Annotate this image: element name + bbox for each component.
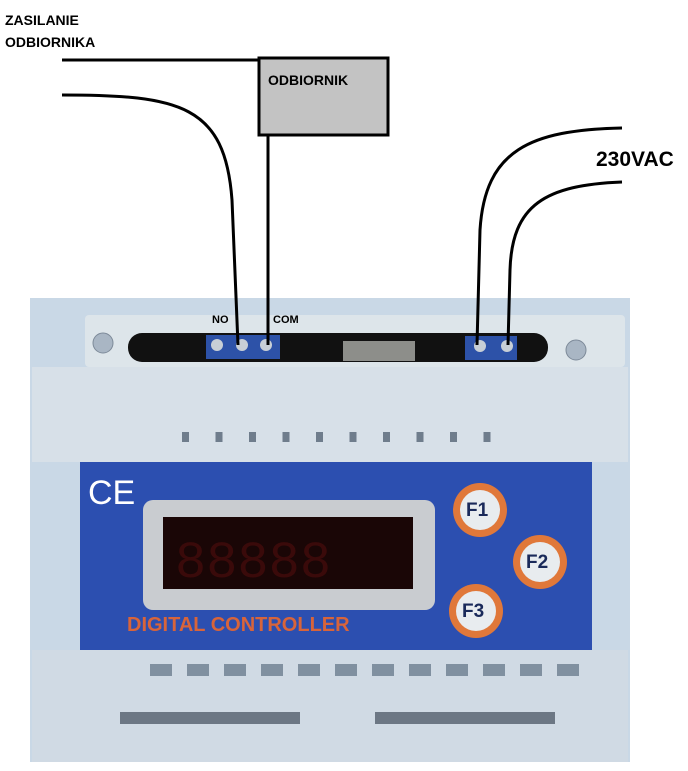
led-display	[163, 517, 413, 589]
button-f2-label: F2	[526, 552, 549, 573]
terminal-screw-icon	[260, 339, 272, 351]
vent-hole	[182, 432, 189, 442]
supply-label-line1: ZASILANIE	[5, 12, 79, 28]
vent-hole	[215, 432, 223, 442]
vent-hole	[316, 432, 323, 442]
vent-holes	[182, 432, 491, 442]
vent-hole	[557, 664, 579, 676]
button-f1[interactable]	[453, 483, 507, 537]
vent-hole	[224, 664, 246, 676]
vent-hole	[383, 432, 390, 442]
terminal-no-label: NO	[212, 314, 229, 326]
mains-wire-2	[506, 180, 623, 346]
vent-hole	[261, 664, 283, 676]
button-f3[interactable]	[449, 584, 503, 638]
no-wire	[61, 93, 240, 346]
mains-wire-1	[475, 126, 623, 346]
vent-hole	[249, 432, 256, 442]
vent-hole	[372, 664, 394, 676]
vent-hole	[450, 432, 457, 442]
sensor-terminals	[343, 341, 415, 361]
vent-hole	[520, 664, 542, 676]
vent-hole	[483, 432, 491, 442]
vent-hole	[446, 664, 468, 676]
vent-hole	[335, 664, 357, 676]
housing-upper	[32, 367, 628, 462]
vent-hole	[150, 664, 172, 676]
vent-hole	[298, 664, 320, 676]
terminal-com-label: COM	[273, 314, 299, 326]
terminal-screw-icon	[211, 339, 223, 351]
device-name: DIGITAL CONTROLLER	[127, 614, 350, 636]
screw-right-icon	[565, 339, 587, 361]
mains-label: 230VAC	[596, 148, 674, 171]
ce-mark: CE	[88, 474, 136, 512]
button-f1-label: F1	[466, 500, 489, 521]
screw-left-icon	[92, 332, 114, 354]
vent-hole	[483, 664, 505, 676]
load-label: ODBIORNIK	[268, 72, 349, 88]
vent-hole	[282, 432, 290, 442]
display-digits: 88888	[175, 534, 331, 593]
button-f3-label: F3	[462, 601, 485, 622]
vent-hole	[187, 664, 209, 676]
button-f2[interactable]	[513, 535, 567, 589]
vent-hole	[416, 432, 424, 442]
vent-hole	[349, 432, 357, 442]
terminal-screw-icon	[501, 340, 513, 352]
din-clip	[120, 712, 300, 724]
supply-label-line2: ODBIORNIKA	[5, 34, 96, 50]
load-box	[257, 56, 390, 137]
din-clip	[375, 712, 555, 724]
vent-hole	[409, 664, 431, 676]
